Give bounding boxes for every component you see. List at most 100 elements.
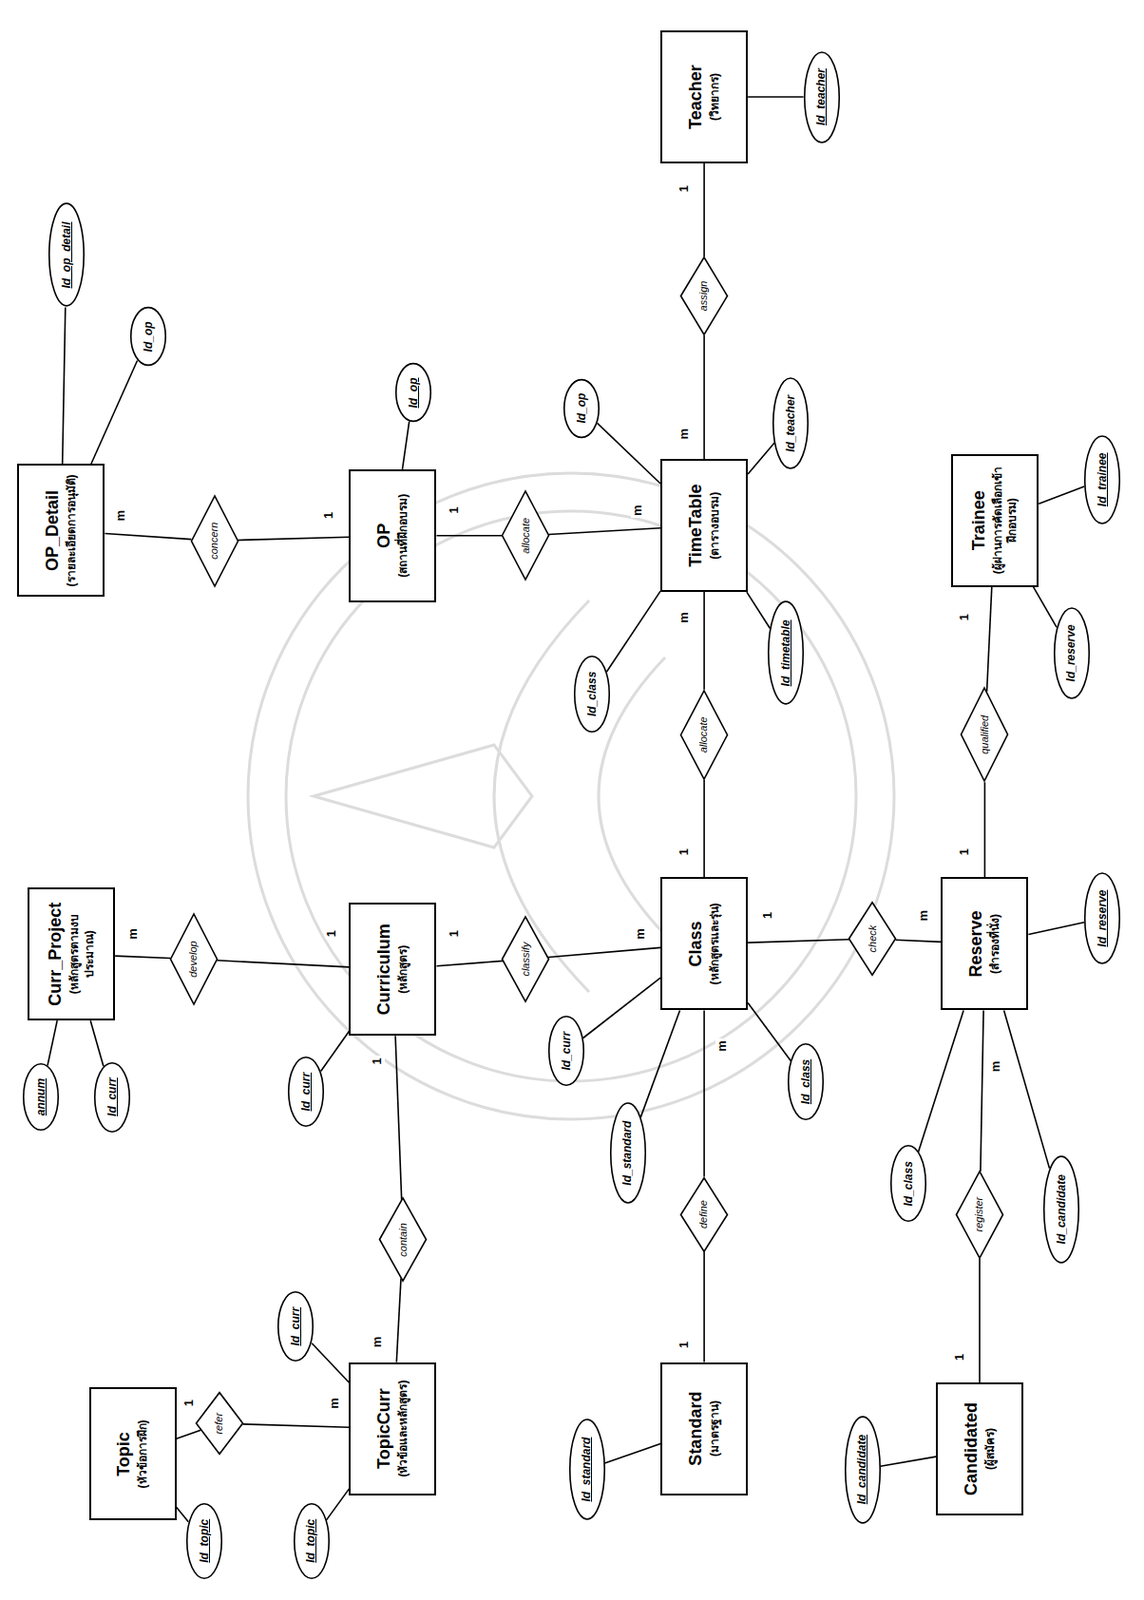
connector-line bbox=[984, 781, 987, 878]
attribute-ellipse: Id_class bbox=[890, 1144, 927, 1222]
relationship-name: allocate bbox=[519, 517, 533, 554]
connector-line bbox=[242, 1424, 349, 1428]
relationship-diamond: check bbox=[848, 901, 897, 976]
attribute-name: Id_standard bbox=[620, 1121, 634, 1186]
cardinality-label: 1 bbox=[182, 1397, 196, 1409]
entity-name: Reserve bbox=[966, 910, 987, 977]
connector-line bbox=[703, 163, 706, 257]
entity-name: Teacher bbox=[686, 64, 706, 130]
attribute-ellipse: Id_op bbox=[395, 363, 432, 423]
attribute-ellipse: Id_standard bbox=[610, 1102, 647, 1204]
connector-line bbox=[311, 1343, 349, 1383]
attribute-name: Id_reserve bbox=[1095, 890, 1109, 948]
cardinality-label: 1 bbox=[322, 510, 336, 521]
connector-line bbox=[597, 422, 662, 484]
connector-line bbox=[703, 591, 706, 690]
connector-line bbox=[640, 1010, 680, 1119]
cardinality-label: 1 bbox=[677, 183, 691, 194]
connector-line bbox=[703, 1010, 706, 1178]
entity-subtitle: (หลักสูตร) bbox=[396, 945, 412, 994]
connector-line bbox=[1038, 486, 1085, 504]
relationship-diamond: concern bbox=[190, 495, 239, 588]
cardinality-label: m bbox=[126, 926, 140, 942]
entity-name: OP_Detail bbox=[42, 490, 63, 572]
entity-name: Trainee bbox=[969, 490, 990, 551]
attribute-ellipse: Id_reserve bbox=[1084, 872, 1121, 965]
attribute-name: Id_standard bbox=[579, 1437, 593, 1503]
connector-line bbox=[548, 947, 661, 957]
relationship-name: develop bbox=[187, 940, 200, 978]
connector-line bbox=[437, 960, 504, 966]
entity-box: Class(หลักสูตรและรุ่น) bbox=[660, 877, 748, 1011]
cardinality-label: 1 bbox=[953, 1352, 967, 1363]
attribute-name: annum bbox=[34, 1078, 48, 1116]
connector-line bbox=[237, 536, 349, 540]
cardinality-label: m bbox=[633, 926, 648, 942]
relationship-diamond: allocate bbox=[680, 689, 728, 781]
attribute-name: Id_class bbox=[799, 1059, 813, 1105]
attribute-name: Id_op bbox=[141, 321, 155, 352]
relationship-diamond: allocate bbox=[501, 490, 550, 581]
attribute-ellipse: Id_candidate bbox=[1043, 1155, 1080, 1264]
entity-name: OP bbox=[374, 523, 395, 549]
entity-box: TopicCurr(หัวข้อและหลักสูตร) bbox=[348, 1362, 437, 1496]
entity-box: Trainee(ผู้ผ่านการคัดเลือกเข้าฝึกอบรม) bbox=[951, 454, 1039, 588]
attribute-ellipse: Id_class bbox=[787, 1043, 824, 1121]
relationship-diamond: develop bbox=[170, 913, 218, 1006]
connector-line bbox=[703, 335, 706, 459]
entity-subtitle: (หัวข้อและหลักสูตร) bbox=[396, 1380, 412, 1478]
cardinality-label: 1 bbox=[447, 928, 461, 939]
entity-box: Standard(มาตรฐาน) bbox=[660, 1362, 748, 1496]
connector-line bbox=[437, 534, 503, 537]
attribute-ellipse: Id_reserve bbox=[1053, 607, 1090, 700]
relationship-diamond: register bbox=[955, 1170, 1004, 1259]
relationship-name: register bbox=[972, 1197, 986, 1233]
entity-subtitle: (ผู้สมัคร) bbox=[983, 1428, 999, 1470]
relationship-name: assign bbox=[697, 281, 710, 312]
connector-line bbox=[1028, 922, 1085, 935]
cardinality-label: m bbox=[677, 426, 691, 442]
connector-line bbox=[1004, 1010, 1050, 1169]
connector-line bbox=[91, 361, 138, 465]
cardinality-label: 1 bbox=[677, 1339, 691, 1351]
connector-line bbox=[607, 591, 662, 672]
entity-subtitle: (ตารางอบรม) bbox=[707, 492, 724, 560]
connector-line bbox=[880, 1456, 937, 1467]
entity-subtitle: (ผู้ผ่านการคัดเลือกเข้าฝึกอบรม) bbox=[991, 463, 1021, 578]
attribute-ellipse: Id_candidate bbox=[844, 1415, 881, 1525]
connector-line bbox=[47, 1020, 58, 1066]
attribute-ellipse: Id_curr bbox=[548, 1015, 585, 1087]
cardinality-label: m bbox=[989, 1059, 1003, 1075]
attribute-ellipse: Id_op_detail bbox=[48, 203, 85, 308]
attribute-name: Id_teacher bbox=[783, 395, 798, 453]
attribute-name: Id_candidate bbox=[855, 1434, 869, 1505]
cardinality-label: 1 bbox=[957, 611, 972, 623]
attribute-name: Id_trainee bbox=[1095, 452, 1109, 507]
relationship-diamond: classify bbox=[501, 915, 550, 1003]
attribute-ellipse: Id_teacher bbox=[772, 377, 809, 470]
entity-name: Standard bbox=[686, 1391, 706, 1467]
connector-line bbox=[548, 528, 661, 535]
attribute-name: Id_op_detail bbox=[59, 222, 74, 289]
entity-name: Class bbox=[686, 920, 706, 967]
entity-box: Teacher(วิทยากร) bbox=[660, 30, 748, 164]
cardinality-label: 1 bbox=[761, 910, 775, 921]
attribute-ellipse: Id_timetable bbox=[767, 600, 804, 706]
entity-subtitle: (หลักสูตรตามงบประมาณ) bbox=[67, 896, 97, 1011]
relationship-name: classify bbox=[519, 942, 533, 977]
connector-line bbox=[978, 1258, 981, 1384]
attribute-name: Id_teacher bbox=[814, 68, 828, 126]
entity-name: Topic bbox=[114, 1431, 134, 1477]
attribute-name: Id_op bbox=[406, 378, 420, 409]
connector-line bbox=[321, 1030, 350, 1071]
connector-line bbox=[1033, 587, 1058, 628]
connector-line bbox=[176, 1430, 202, 1439]
cardinality-label: 1 bbox=[447, 504, 461, 515]
connector-line bbox=[216, 960, 349, 968]
relationship-diamond: assign bbox=[680, 256, 728, 336]
relationship-name: check bbox=[866, 925, 879, 954]
connector-line bbox=[90, 1020, 104, 1067]
attribute-name: Id_class bbox=[901, 1161, 916, 1206]
